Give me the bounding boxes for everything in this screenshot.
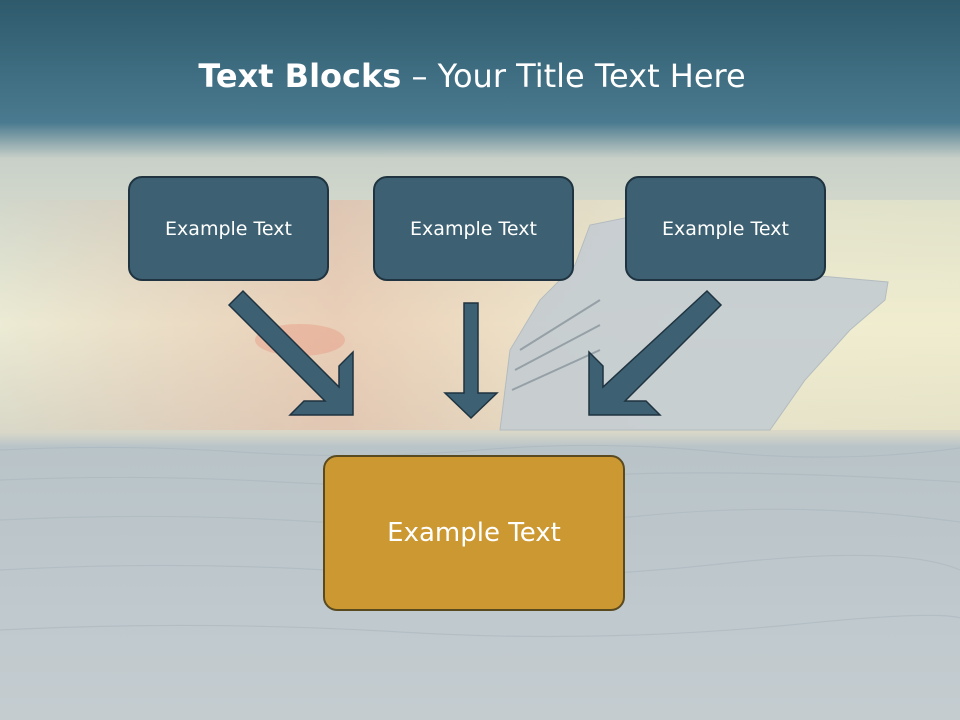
text-block-label: Example Text [410,217,537,240]
text-block-top-center: Example Text [373,176,574,281]
title-bold-part: Text Blocks [198,57,402,95]
text-block-top-left: Example Text [128,176,329,281]
text-block-bottom: Example Text [323,455,625,611]
arrow-right-diagonal [588,289,723,416]
text-block-label: Example Text [165,217,292,240]
text-block-label: Example Text [387,518,561,548]
title-dash: – [401,57,438,95]
title-rest-part: Your Title Text Here [437,57,746,95]
slide-title: Text Blocks – Your Title Text Here [0,52,944,100]
arrow-center-vertical [443,302,499,420]
arrow-left-diagonal [227,289,354,416]
text-block-label: Example Text [662,217,789,240]
text-block-top-right: Example Text [625,176,826,281]
